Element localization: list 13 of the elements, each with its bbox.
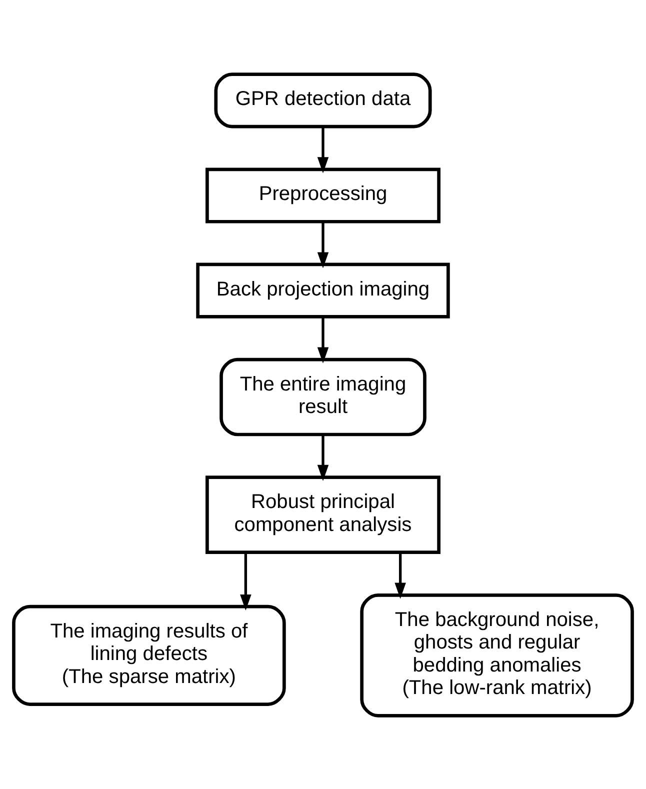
node-box: GPR detection data [214,72,432,128]
node-box: The imaging results of lining defects (The sparse matrix) [12,604,286,706]
node-box: Back projection imaging [196,262,450,318]
arrow [317,126,329,173]
arrow [317,316,329,363]
arrow [317,222,329,268]
arrow [317,434,329,481]
node-box: The background noise, ghosts and regular bedding anomalies (The low-rank matrix) [360,592,634,717]
node-box: Preprocessing [206,167,440,223]
node-box: The entire imaging result [220,357,426,436]
node-box: Robust principal component analysis [206,475,440,554]
arrow [240,552,252,610]
arrow [394,552,406,598]
